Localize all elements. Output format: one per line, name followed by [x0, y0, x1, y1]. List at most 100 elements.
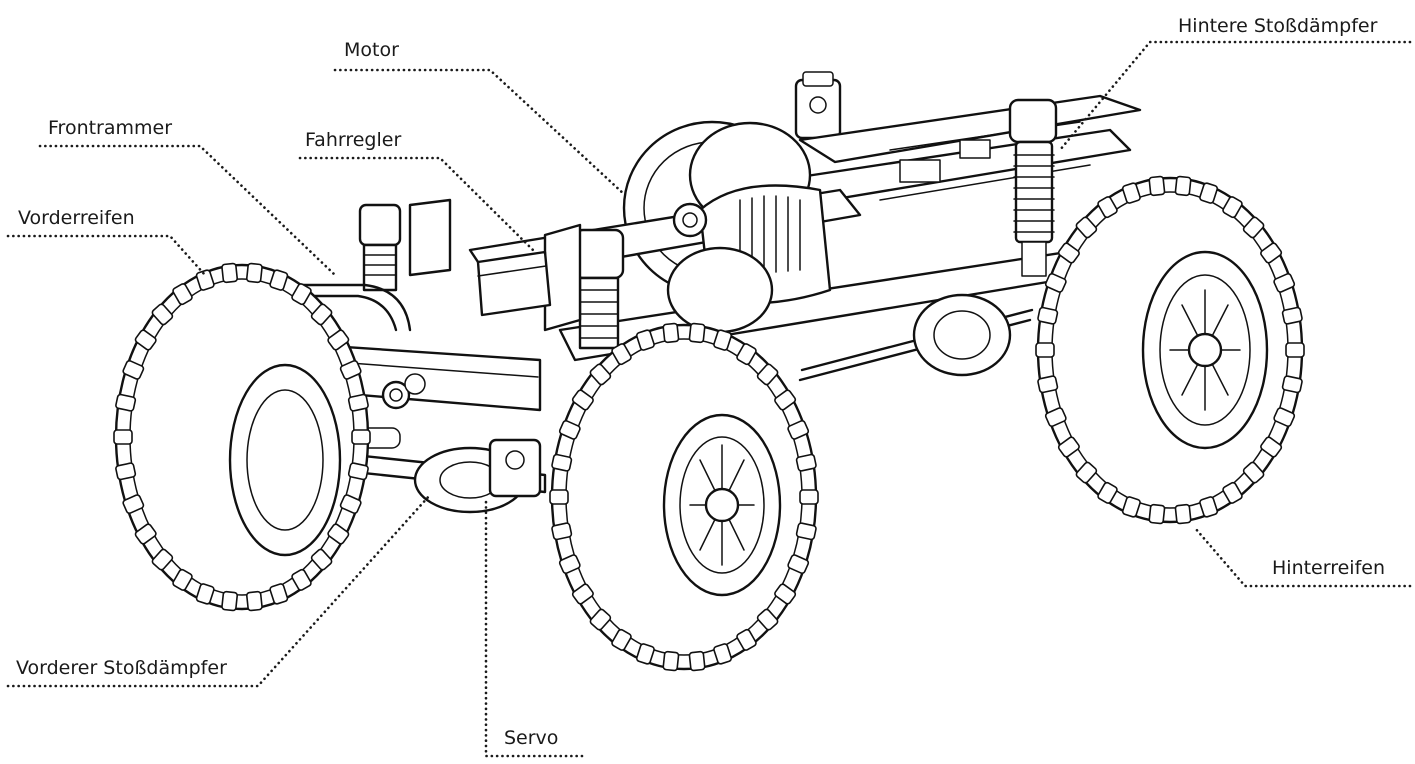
rear-shock-right — [1008, 98, 1058, 277]
tread-block — [327, 329, 350, 351]
label-frontrammer: Frontrammer — [48, 117, 172, 139]
tread-block — [713, 329, 733, 351]
tread-block — [589, 363, 612, 386]
esc-box — [476, 250, 552, 317]
tread-block — [1035, 342, 1055, 358]
tread-block — [662, 322, 680, 344]
rear-shock-mount-left — [794, 71, 842, 140]
tread-block — [310, 303, 333, 326]
tread-block — [1148, 175, 1166, 197]
tread-block — [347, 393, 369, 412]
tread-block — [122, 494, 145, 514]
tread-block — [549, 489, 569, 505]
tread-block — [551, 522, 573, 541]
tread-block — [245, 590, 263, 612]
tread-block — [736, 628, 757, 651]
tread-block — [339, 494, 362, 514]
tread-block — [551, 453, 573, 472]
tread-block — [1097, 481, 1118, 504]
tread-block — [688, 650, 706, 672]
tread-block — [774, 583, 797, 605]
tread-block — [1057, 436, 1080, 458]
tread-block — [1075, 461, 1098, 484]
tread-block — [221, 262, 239, 284]
servo-body — [488, 438, 542, 498]
tread-block — [113, 429, 133, 445]
front-shock-left — [358, 198, 452, 292]
label-fahrregler: Fahrregler — [305, 129, 401, 151]
leader-lines — [6, 40, 1412, 758]
label-hinterreifen: Hinterreifen — [1272, 557, 1385, 579]
tread-block — [1044, 273, 1067, 293]
tread-block — [1121, 182, 1141, 204]
tread-block — [269, 583, 289, 605]
tread-block — [351, 429, 371, 445]
tread-block — [339, 360, 362, 380]
tread-block — [151, 303, 174, 326]
tread-block — [1260, 242, 1283, 264]
leader-vorderreifen — [6, 234, 207, 277]
tread-block — [310, 548, 333, 571]
tread-block — [571, 389, 594, 411]
tread-block — [221, 590, 239, 612]
tread-block — [799, 489, 819, 505]
tread-block — [774, 389, 797, 411]
tread-block — [1273, 273, 1296, 293]
tread-block — [1260, 436, 1283, 458]
tread-block — [151, 548, 174, 571]
front-left-wheel — [114, 263, 370, 611]
tread-block — [736, 343, 757, 366]
tread-block — [291, 283, 312, 306]
tread-block — [635, 643, 655, 665]
tread-block — [787, 420, 810, 440]
tread-block — [195, 269, 215, 291]
tread-block — [122, 360, 145, 380]
tread-block — [195, 583, 215, 605]
tread-block — [713, 643, 733, 665]
tread-block — [1075, 216, 1098, 239]
tread-block — [795, 522, 817, 541]
tread-block — [558, 554, 581, 574]
leader-vorderer-stossdaempfer — [6, 493, 432, 688]
tread-block — [327, 523, 350, 545]
tread-block — [1044, 407, 1067, 427]
tread-block — [1121, 496, 1141, 518]
tread-block — [756, 363, 779, 386]
tread-block — [291, 568, 312, 591]
leader-frontrammer — [38, 144, 337, 277]
tread-block — [756, 608, 779, 631]
tread-block — [245, 262, 263, 284]
leader-hinterreifen — [1193, 526, 1412, 588]
leader-motor — [333, 68, 627, 197]
tread-block — [134, 329, 157, 351]
label-servo: Servo — [504, 727, 558, 749]
tread-block — [787, 554, 810, 574]
tread-block — [571, 583, 594, 605]
tread-block — [1174, 175, 1192, 197]
tread-block — [134, 523, 157, 545]
tread-block — [589, 608, 612, 631]
tread-block — [1242, 461, 1265, 484]
label-motor: Motor — [344, 39, 399, 61]
tread-block — [347, 462, 369, 481]
tread-block — [611, 628, 632, 651]
tread-block — [1222, 196, 1243, 219]
tread-block — [1222, 481, 1243, 504]
tread-block — [269, 269, 289, 291]
rear-axle — [798, 293, 1034, 382]
tread-block — [1174, 503, 1192, 525]
tread-block — [115, 462, 137, 481]
tire-treads — [113, 175, 1305, 672]
tread-block — [115, 393, 137, 412]
rear-right-wheel — [1036, 176, 1304, 524]
chassis-illustration — [113, 71, 1305, 672]
tread-block — [1281, 306, 1303, 325]
tread-block — [1037, 375, 1059, 394]
callout-labels: Motor Hintere Stoßdämpfer Frontrammer Fa… — [16, 15, 1385, 749]
tread-block — [1037, 306, 1059, 325]
tread-block — [611, 343, 632, 366]
tread-block — [1199, 496, 1219, 518]
tread-block — [1148, 503, 1166, 525]
tread-block — [558, 420, 581, 440]
